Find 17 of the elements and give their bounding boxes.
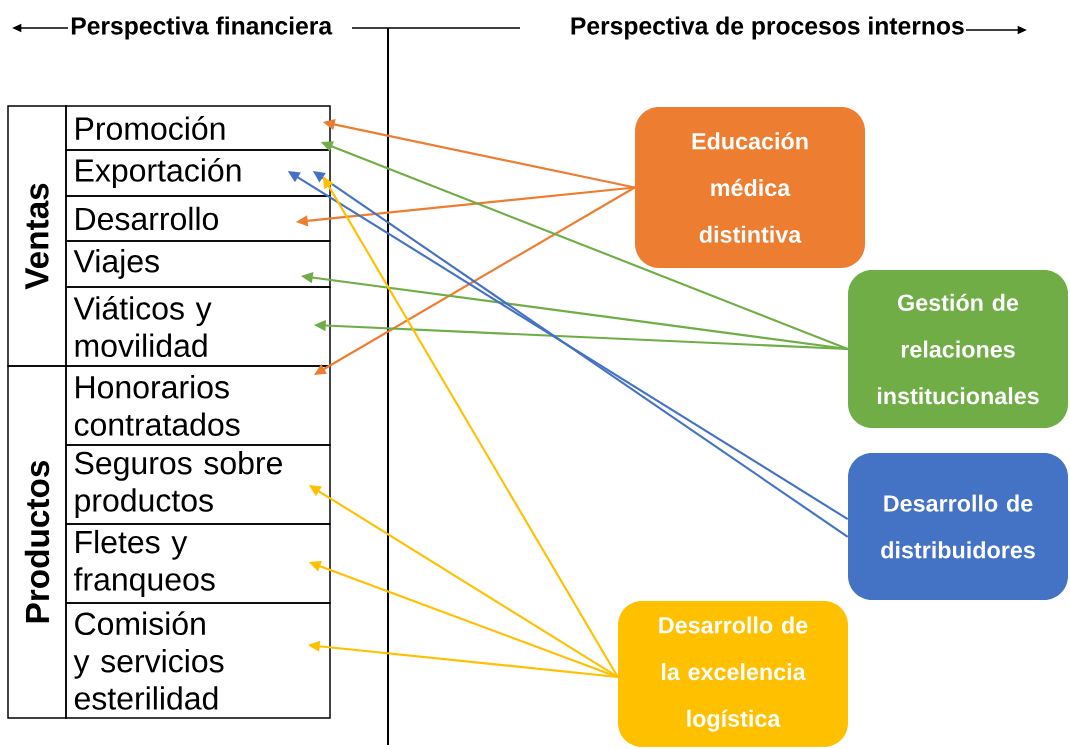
table-cell: Seguros sobre productos — [65, 444, 331, 525]
table-cell: Viáticos y movilidad — [65, 286, 331, 367]
category-cell: Ventas — [7, 105, 67, 367]
category-cell: Productos — [7, 365, 67, 719]
process-box: Desarrollo de distribuidores — [848, 453, 1068, 600]
table-cell: Desarrollo — [65, 195, 331, 242]
table-cell: Comisión y servicios esterilidad — [65, 602, 331, 719]
table-cell: Fletes y franqueos — [65, 523, 331, 604]
header-label: Perspectiva financiera — [71, 16, 333, 40]
header-label: Perspectiva de procesos internos — [571, 16, 964, 40]
process-box: Gestión de relaciones institucionales — [848, 270, 1068, 428]
table-cell: Honorarios contratados — [65, 365, 331, 446]
table-cell: Promoción — [65, 105, 331, 151]
table-cell: Viajes — [65, 240, 331, 288]
process-box: Desarrollo de la excelencia logística — [618, 601, 848, 747]
process-box: Educación médica distintiva — [635, 107, 865, 268]
table-cell: Exportación — [65, 149, 331, 197]
